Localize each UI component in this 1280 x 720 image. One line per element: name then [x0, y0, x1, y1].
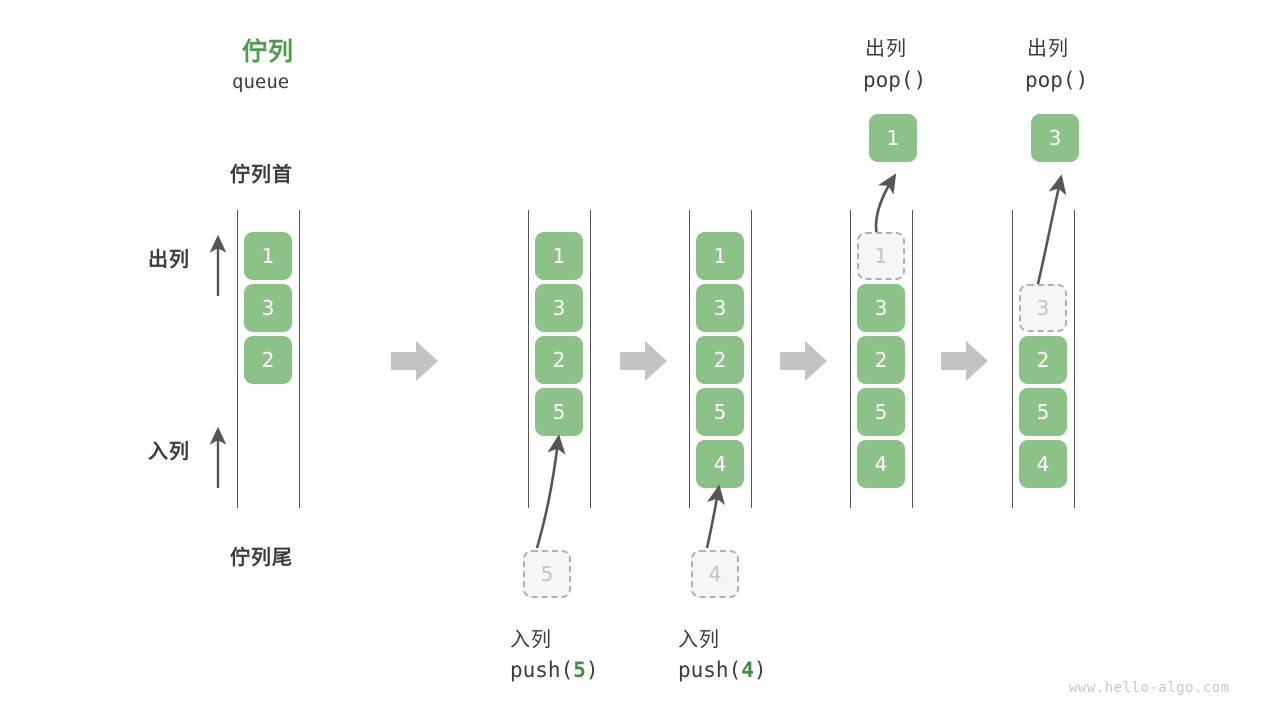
queue-head-label: 佇列首 — [230, 164, 293, 186]
watermark: www.hello-algo.com — [1069, 680, 1230, 696]
queue-rail-left — [689, 210, 690, 508]
queue-rail-right — [1074, 210, 1075, 508]
queue-cell-removed: 1 — [857, 232, 905, 280]
queue-rail-right — [590, 210, 591, 508]
incoming-element-ghost: 4 — [691, 550, 739, 598]
queue-cell: 5 — [696, 388, 744, 436]
push-arrow-icon — [705, 484, 725, 549]
push-caption-code: push(5) — [510, 658, 599, 682]
queue-cell: 2 — [857, 336, 905, 384]
queue-cell: 3 — [857, 284, 905, 332]
push-caption-cn: 入列 — [678, 629, 720, 651]
queue-cell-removed: 3 — [1019, 284, 1067, 332]
queue-cell: 5 — [535, 388, 583, 436]
push-arrow-icon — [535, 434, 566, 549]
queue-cell: 3 — [535, 284, 583, 332]
push-code-arg: 5 — [573, 658, 586, 682]
queue-cell: 1 — [535, 232, 583, 280]
queue-rail-right — [299, 210, 300, 508]
queue-cell: 1 — [696, 232, 744, 280]
step-transition-arrow-icon — [391, 341, 438, 381]
queue-title-en: queue — [232, 71, 290, 93]
queue-cell: 2 — [1019, 336, 1067, 384]
step-transition-arrow-icon — [620, 341, 667, 381]
queue-rail-left — [528, 210, 529, 508]
queue-rail-left — [237, 210, 238, 508]
queue-rail-left — [850, 210, 851, 508]
push-code-prefix: push( — [510, 658, 574, 682]
dequeue-direction-label: 出列 — [148, 249, 190, 271]
push-caption-cn: 入列 — [510, 629, 552, 651]
pop-header-code: pop() — [1025, 68, 1089, 92]
queue-cell: 4 — [857, 440, 905, 488]
push-code-suffix: ) — [753, 658, 767, 682]
queue-cell: 3 — [244, 284, 292, 332]
queue-cell: 2 — [696, 336, 744, 384]
push-code-suffix: ) — [585, 658, 599, 682]
step-transition-arrow-icon — [780, 341, 827, 381]
queue-rail-right — [751, 210, 752, 508]
push-code-prefix: push( — [678, 658, 742, 682]
pop-header-cn: 出列 — [1027, 38, 1069, 60]
dequeue-direction-arrow-icon — [209, 234, 227, 296]
push-code-arg: 4 — [741, 658, 754, 682]
incoming-element-ghost: 5 — [523, 550, 571, 598]
queue-cell: 2 — [535, 336, 583, 384]
popped-element: 3 — [1031, 114, 1079, 162]
queue-cell: 4 — [1019, 440, 1067, 488]
pop-header-cn: 出列 — [865, 38, 907, 60]
queue-cell: 4 — [696, 440, 744, 488]
enqueue-direction-arrow-icon — [209, 426, 227, 488]
queue-cell: 2 — [244, 336, 292, 384]
queue-title-cn: 佇列 — [242, 38, 295, 66]
step-transition-arrow-icon — [941, 341, 988, 381]
popped-element: 1 — [869, 114, 917, 162]
queue-cell: 3 — [696, 284, 744, 332]
queue-cell: 5 — [1019, 388, 1067, 436]
queue-cell: 5 — [857, 388, 905, 436]
queue-rail-right — [912, 210, 913, 508]
queue-tail-label: 佇列尾 — [230, 547, 293, 569]
enqueue-direction-label: 入列 — [148, 441, 190, 463]
queue-cell: 1 — [244, 232, 292, 280]
push-caption-code: push(4) — [678, 658, 767, 682]
queue-rail-left — [1012, 210, 1013, 508]
pop-header-code: pop() — [863, 68, 927, 92]
